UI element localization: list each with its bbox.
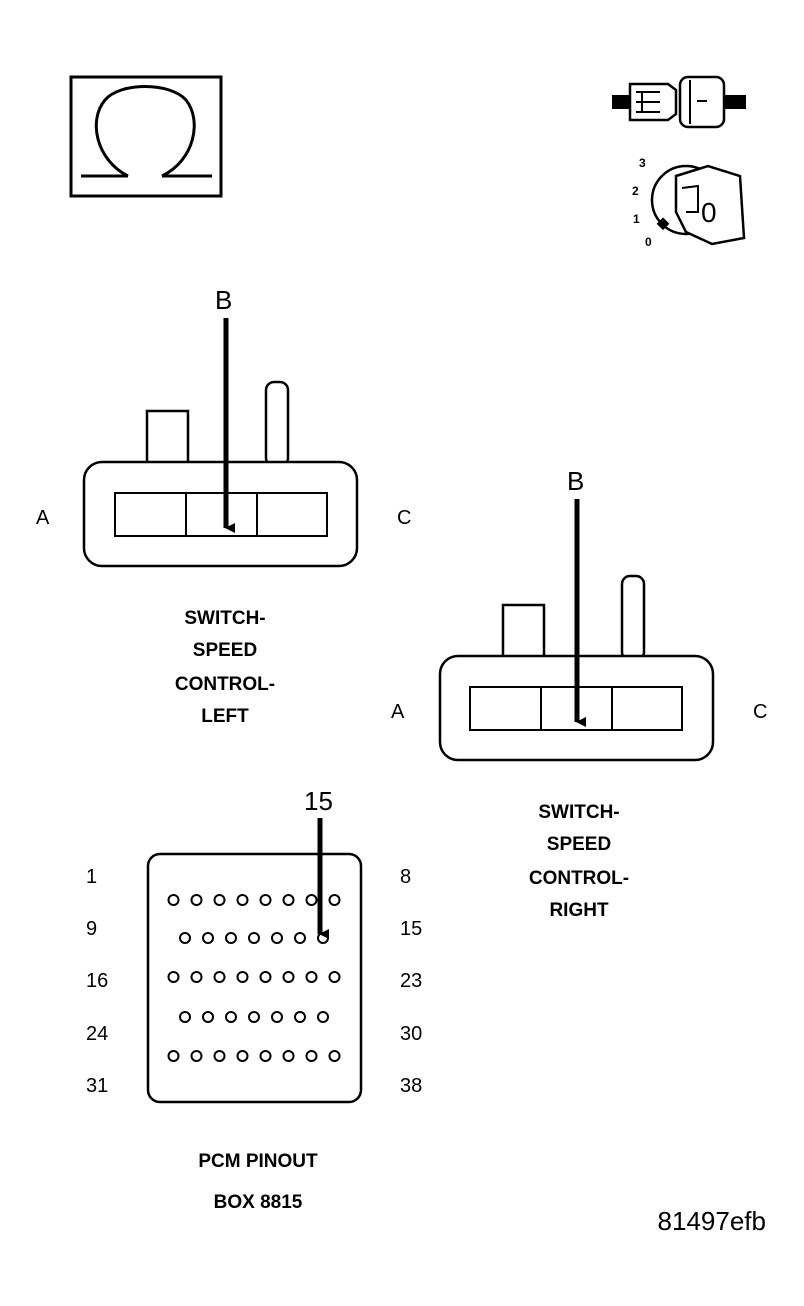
right-pin-c-label: C: [753, 701, 767, 723]
svg-text:PCM PINOUT: PCM PINOUT: [198, 1151, 318, 1172]
pcm-pin-23: [328, 971, 341, 983]
pcm-pin-17: [190, 971, 203, 983]
pcm-pin-31: [167, 1050, 180, 1062]
pcm-pin-4: [236, 894, 249, 906]
pcm-pin-7: [305, 894, 318, 906]
disconnected-connector-icon: [612, 75, 746, 129]
svg-text:SWITCH-: SWITCH-: [538, 802, 619, 823]
right-switch-connector: [438, 499, 715, 762]
pcm-pin-15: [317, 932, 329, 944]
pcm-pin-9: [179, 932, 191, 944]
pcm-pin-19: [236, 971, 249, 983]
pcm-row-end-3: 23: [400, 970, 422, 992]
pcm-pin-25: [202, 1011, 214, 1023]
pcm-connector: [146, 818, 363, 1104]
left-pin-a-label: A: [36, 507, 50, 529]
figure-id: 81497efb: [658, 1206, 766, 1236]
svg-text:SPEED: SPEED: [547, 834, 611, 855]
pcm-pin-2: [190, 894, 203, 906]
left-pin-c-label: C: [397, 507, 411, 529]
pcm-pin-5: [259, 894, 272, 906]
svg-text:RIGHT: RIGHT: [549, 900, 609, 921]
svg-text:CONTROL-: CONTROL-: [175, 674, 275, 695]
right-arrow-label: B: [567, 466, 584, 496]
svg-text:BOX 8815: BOX 8815: [214, 1192, 303, 1213]
pcm-pin-18: [213, 971, 226, 983]
svg-text:LEFT: LEFT: [201, 706, 249, 727]
pcm-pin-14: [294, 932, 306, 944]
pcm-pin-22: [305, 971, 318, 983]
pcm-pin-34: [236, 1050, 249, 1062]
svg-text:SWITCH-: SWITCH-: [184, 608, 265, 629]
pcm-pin-16: [167, 971, 180, 983]
pcm-row-end-1: 8: [400, 866, 411, 888]
pcm-pin-21: [282, 971, 295, 983]
ignition-position-0: 0: [645, 235, 652, 249]
pcm-pin-10: [202, 932, 214, 944]
ignition-position-1: 1: [633, 212, 640, 226]
pcm-row-start-2: 9: [86, 918, 97, 940]
pcm-pin-12: [248, 932, 260, 944]
pcm-pin-11: [225, 932, 237, 944]
pcm-pin-6: [282, 894, 295, 906]
pcm-pin-35: [259, 1050, 272, 1062]
key-position-label: 0: [701, 197, 717, 228]
left-connector-caption: SWITCH- SPEED CONTROL- LEFT: [175, 608, 275, 727]
pcm-pin-32: [190, 1050, 203, 1062]
pcm-pin-28: [271, 1011, 283, 1023]
pcm-pin-3: [213, 894, 226, 906]
pcm-pin-37: [305, 1050, 318, 1062]
pcm-row-end-2: 15: [400, 918, 422, 940]
pcm-pin-36: [282, 1050, 295, 1062]
pcm-pin-27: [248, 1011, 260, 1023]
pcm-row-start-4: 24: [86, 1023, 108, 1045]
pcm-pin-24: [179, 1011, 191, 1023]
pcm-pin-13: [271, 932, 283, 944]
pcm-arrow-label: 15: [304, 786, 333, 816]
pcm-pin-33: [213, 1050, 226, 1062]
right-connector-caption: SWITCH- SPEED CONTROL- RIGHT: [529, 802, 629, 921]
pcm-pin-20: [259, 971, 272, 983]
ignition-key-icon: 3 2 1 0 0: [632, 156, 746, 249]
pcm-left-numbers: 1 9 16 24 31: [86, 866, 108, 1097]
pcm-pin-8: [328, 894, 341, 906]
svg-text:CONTROL-: CONTROL-: [529, 868, 629, 889]
pcm-row-end-5: 38: [400, 1075, 422, 1097]
ohmmeter-icon: [69, 75, 223, 198]
ignition-position-2: 2: [632, 184, 639, 198]
right-pin-a-label: A: [391, 701, 405, 723]
ignition-position-3: 3: [639, 156, 646, 170]
pcm-pin-grid: [167, 894, 341, 1062]
pcm-right-numbers: 8 15 23 30 38: [400, 866, 422, 1097]
pcm-row-start-5: 31: [86, 1075, 108, 1097]
pcm-row-end-4: 30: [400, 1023, 422, 1045]
left-switch-connector: [82, 318, 359, 568]
pcm-pin-1: [167, 894, 180, 906]
pcm-row-start-3: 16: [86, 970, 108, 992]
pcm-pin-29: [294, 1011, 306, 1023]
svg-text:SPEED: SPEED: [193, 640, 257, 661]
pcm-caption: PCM PINOUT BOX 8815: [198, 1151, 318, 1213]
pcm-pin-38: [328, 1050, 341, 1062]
pcm-pin-26: [225, 1011, 237, 1023]
pcm-row-start-1: 1: [86, 866, 97, 888]
pcm-pin-30: [317, 1011, 329, 1023]
left-arrow-label: B: [215, 285, 232, 315]
